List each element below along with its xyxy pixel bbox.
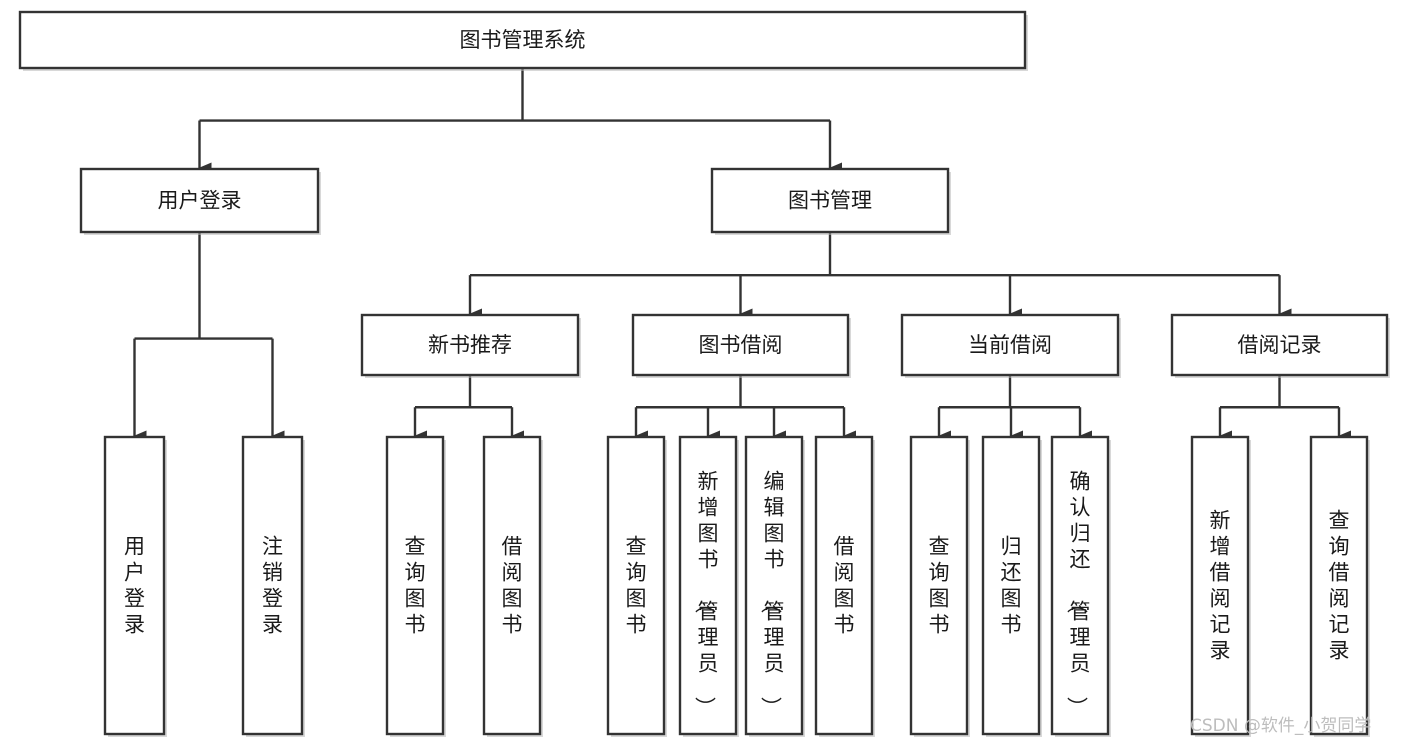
node-box[interactable]	[385, 435, 445, 736]
node-label: 图书借阅	[699, 333, 783, 357]
node-label: 查询图书	[929, 535, 950, 637]
node-box[interactable]	[1190, 435, 1250, 736]
node-box[interactable]	[79, 167, 320, 234]
node-label: 查询借阅记录	[1329, 509, 1350, 663]
node-box[interactable]	[360, 313, 580, 377]
node-label: 借阅图书	[502, 535, 523, 637]
node-label: 编辑图书（管理员）	[759, 470, 785, 718]
node-leaf-logout-login[interactable]: 注销登录	[241, 435, 305, 737]
node-label: 当前借阅	[968, 333, 1052, 357]
node-label: 新增图书（管理员）	[693, 470, 719, 718]
node-leaf-borrow-book-2[interactable]: 借阅图书	[814, 435, 875, 737]
node-label: 图书管理系统	[460, 28, 586, 52]
node-label: 归还图书	[1001, 535, 1022, 637]
node-box[interactable]	[1309, 435, 1369, 736]
node-label: 注销登录	[262, 535, 283, 637]
node-box[interactable]	[1050, 435, 1110, 736]
node-box[interactable]	[909, 435, 969, 736]
node-label: 确认归还（管理员）	[1065, 470, 1091, 718]
node-current-borrow[interactable]: 当前借阅	[900, 313, 1121, 378]
edge-group-new-book-recommend	[413, 375, 524, 442]
node-box[interactable]	[814, 435, 874, 736]
node-label: 新书推荐	[428, 333, 512, 357]
node-leaf-user-login[interactable]: 用户登录	[103, 435, 167, 737]
node-box[interactable]	[744, 435, 804, 736]
node-leaf-borrow-book-1[interactable]: 借阅图书	[482, 435, 543, 737]
node-label: 用户登录	[124, 535, 145, 637]
edge-group-book-borrow	[634, 375, 856, 442]
node-leaf-return-book[interactable]: 归还图书	[981, 435, 1042, 737]
node-borrow-record[interactable]: 借阅记录	[1170, 313, 1390, 378]
node-box[interactable]	[1170, 313, 1389, 377]
node-leaf-add-borrow-record[interactable]: 新增借阅记录	[1190, 435, 1251, 737]
node-box[interactable]	[981, 435, 1041, 736]
node-box[interactable]	[631, 313, 850, 377]
node-leaf-query-book-2[interactable]: 查询图书	[606, 435, 667, 737]
node-box[interactable]	[710, 167, 950, 234]
node-book-borrow[interactable]: 图书借阅	[631, 313, 851, 378]
node-box[interactable]	[241, 435, 304, 736]
edge-group-borrow-record	[1218, 375, 1351, 442]
node-leaf-query-book-3[interactable]: 查询图书	[909, 435, 970, 737]
node-label: 新增借阅记录	[1210, 509, 1231, 663]
edge-group-current-borrow	[937, 375, 1092, 442]
node-label: 查询图书	[405, 535, 426, 637]
node-leaf-edit-book-admin[interactable]: 编辑图书（管理员）	[744, 435, 805, 737]
node-leaf-add-book-admin[interactable]: 新增图书（管理员）	[678, 435, 739, 737]
node-label: 借阅记录	[1238, 333, 1322, 357]
node-box[interactable]	[900, 313, 1120, 377]
node-leaf-query-borrow-record[interactable]: 查询借阅记录	[1309, 435, 1370, 737]
node-leaf-confirm-return-admin[interactable]: 确认归还（管理员）	[1050, 435, 1111, 737]
node-box[interactable]	[606, 435, 666, 736]
edge-group-book-management	[468, 232, 1292, 320]
node-root[interactable]: 图书管理系统	[18, 10, 1028, 71]
node-user-login[interactable]: 用户登录	[79, 167, 321, 235]
node-label: 借阅图书	[834, 535, 855, 637]
edge-group-root	[198, 68, 842, 174]
node-label: 用户登录	[158, 189, 242, 213]
node-leaf-query-book-1[interactable]: 查询图书	[385, 435, 446, 737]
edge-layer	[133, 68, 1351, 442]
node-box[interactable]	[18, 10, 1027, 70]
node-box[interactable]	[678, 435, 738, 736]
node-book-management[interactable]: 图书管理	[710, 167, 951, 235]
node-layer: 图书管理系统用户登录图书管理新书推荐图书借阅当前借阅借阅记录用户登录注销登录查询…	[18, 10, 1390, 737]
csdn-watermark: CSDN @软件_小贺同学	[1190, 716, 1371, 736]
node-new-book-recommend[interactable]: 新书推荐	[360, 313, 581, 378]
node-label: 查询图书	[626, 535, 647, 637]
node-label: 图书管理	[788, 189, 872, 213]
edge-group-user-login	[133, 232, 285, 442]
node-box[interactable]	[482, 435, 542, 736]
node-box[interactable]	[103, 435, 166, 736]
